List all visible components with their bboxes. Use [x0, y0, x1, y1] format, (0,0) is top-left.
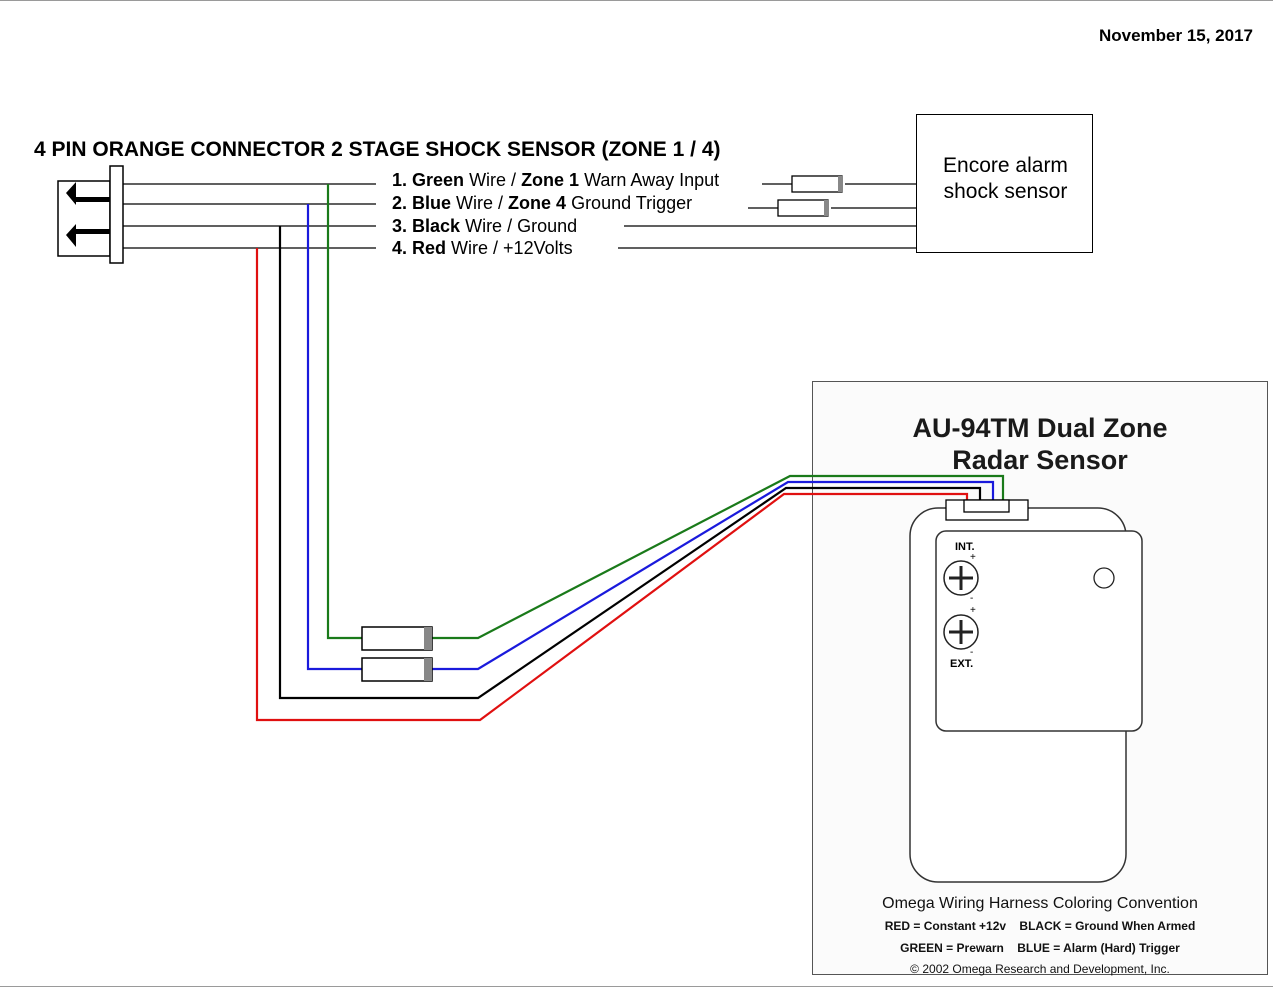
encore-shock-sensor-box: Encore alarm shock sensor [916, 114, 1093, 253]
wire-label-rest: Ground Trigger [566, 193, 693, 213]
diode-body [777, 199, 829, 217]
diode-band [424, 658, 432, 681]
radar-title-line-1: AU-94TM Dual Zone [912, 413, 1168, 443]
wire-label-mid: Wire / Ground [460, 216, 578, 236]
diode-band [838, 176, 843, 192]
diagram-title: 4 PIN ORANGE CONNECTOR 2 STAGE SHOCK SEN… [34, 138, 721, 161]
radar-panel [935, 530, 1143, 732]
top-page-rule [0, 0, 1273, 1]
wire-number: 2. [392, 193, 408, 213]
wire-color-word: Black [412, 216, 461, 236]
wire-label-blue: 2. Blue Wire / Zone 4 Ground Trigger [392, 192, 692, 214]
wire-number: 3. [392, 216, 408, 236]
connector-flange [109, 165, 124, 264]
black-wire [278, 226, 982, 700]
blue-wire-a [306, 204, 362, 671]
ext-plus: + [970, 605, 976, 616]
int-label: INT. [955, 541, 975, 553]
radar-title-line-2: Radar Sensor [952, 445, 1128, 475]
convention-heading: Omega Wiring Harness Coloring Convention [882, 895, 1198, 912]
harness-diodes [361, 626, 433, 682]
red-wire [255, 248, 969, 722]
wire-color-word: Green [412, 170, 465, 190]
convention-line-2: GREEN = Prewarn BLUE = Alarm (Hard) Trig… [900, 941, 1180, 955]
wire-label-rest: Warn Away Input [579, 170, 720, 190]
wire-label-black: 3. Black Wire / Ground [392, 215, 577, 237]
encore-wires [618, 183, 916, 249]
connector-body [57, 180, 111, 257]
wire-color-word: Blue [412, 193, 452, 213]
status-led [1093, 567, 1115, 589]
wire-label-mid: Wire / [464, 170, 522, 190]
ext-label: EXT. [950, 658, 973, 670]
wire-label-green: 1. Green Wire / Zone 1 Warn Away Input [392, 169, 719, 191]
int-minus: - [970, 593, 973, 604]
bottom-page-rule [0, 986, 1273, 987]
convention-line-1: RED = Constant +12v BLACK = Ground When … [884, 919, 1196, 933]
connector-pin-bottom [66, 224, 110, 247]
wire-label-mid: Wire / +12Volts [446, 238, 573, 258]
diode-band [424, 627, 432, 650]
color-convention: Omega Wiring Harness Coloring Convention… [812, 893, 1268, 979]
wire-zone: Zone 4 [508, 193, 567, 213]
wire-color-word: Red [412, 238, 447, 258]
encore-line-1: Encore alarm [943, 154, 1068, 177]
ext-minus: - [970, 647, 973, 658]
radar-sensor-device: INT. + - + - EXT. [909, 499, 1143, 883]
diode-body [791, 175, 843, 193]
wire-zone: Zone 1 [521, 170, 580, 190]
orange-connector [57, 165, 124, 264]
encore-diodes [777, 175, 843, 217]
radar-title: AU-94TM Dual Zone Radar Sensor [812, 412, 1268, 476]
diode-body [361, 626, 433, 651]
wire-label-red: 4. Red Wire / +12Volts [392, 237, 573, 259]
green-wire-a [326, 184, 362, 640]
wire-number: 4. [392, 238, 408, 258]
copyright: © 2002 Omega Research and Development, I… [910, 962, 1170, 976]
encore-box-label: Encore alarm shock sensor [917, 153, 1094, 205]
wire-number: 1. [392, 170, 408, 190]
green-wire-b [432, 474, 1005, 640]
diode-body [361, 657, 433, 682]
encore-line-2: shock sensor [943, 180, 1068, 203]
int-plus: + [970, 552, 976, 563]
radar-wires [255, 184, 1005, 722]
connector-wires [123, 183, 376, 249]
blue-wire-b [432, 480, 995, 671]
radar-connector-inner [963, 499, 1010, 513]
connector-pin-top [66, 182, 110, 205]
wire-label-mid: Wire / [451, 193, 509, 213]
document-date: November 15, 2017 [1098, 26, 1253, 45]
diode-band [824, 200, 829, 216]
